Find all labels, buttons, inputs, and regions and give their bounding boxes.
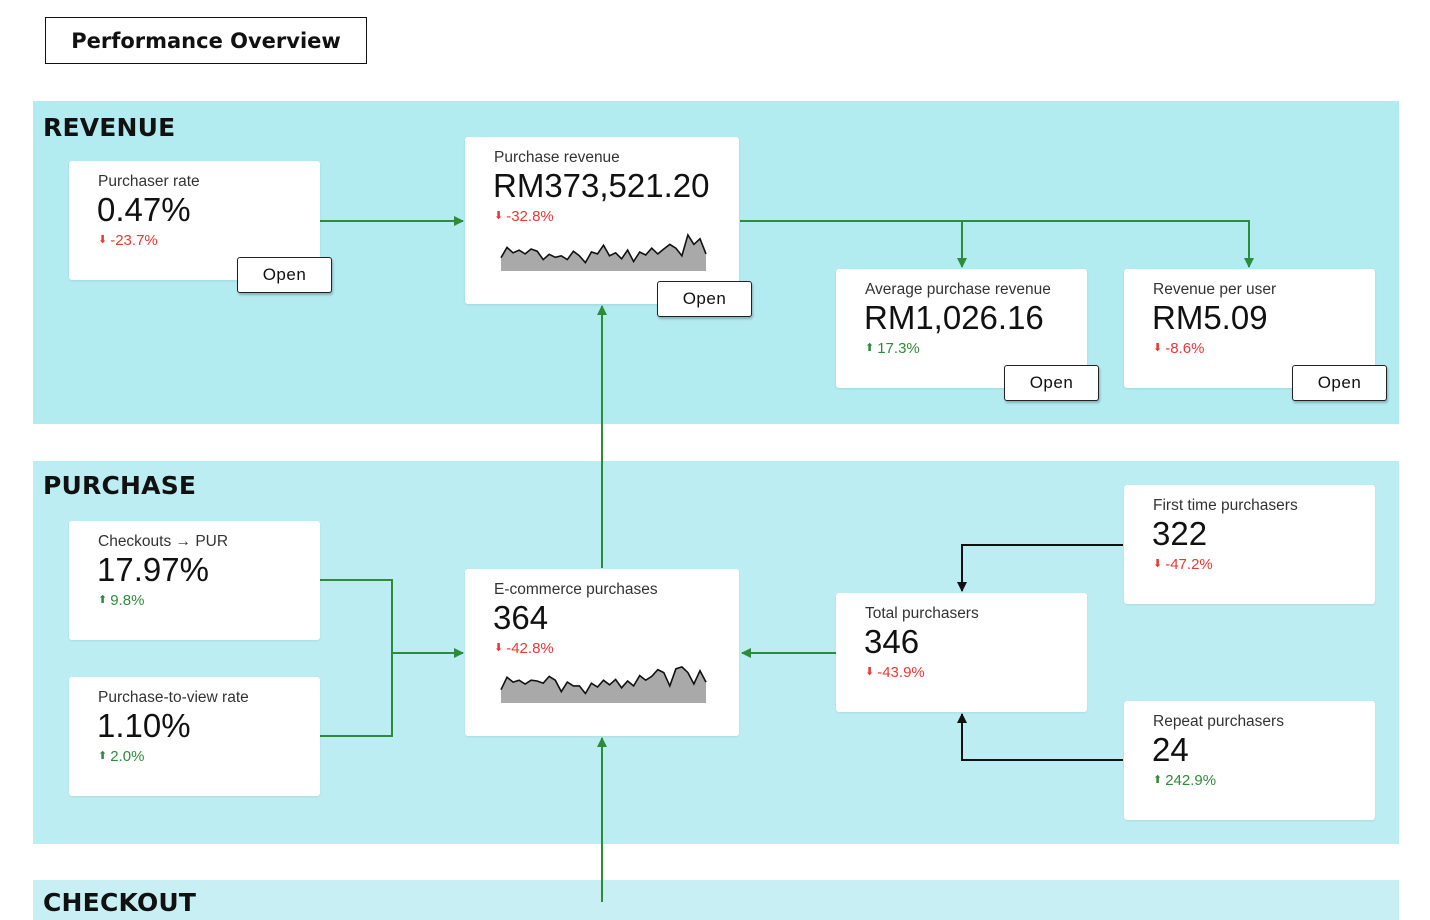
card-delta: ⬆242.9% bbox=[1153, 772, 1216, 789]
delta-value: -47.2% bbox=[1165, 556, 1213, 573]
delta-value: 17.3% bbox=[877, 340, 920, 357]
repeat-purchasers-card: Repeat purchasers 24 ⬆242.9% bbox=[1124, 701, 1375, 820]
card-label: E-commerce purchases bbox=[494, 581, 658, 598]
card-label: Repeat purchasers bbox=[1153, 713, 1284, 730]
arrow-down-icon: ⬇ bbox=[98, 234, 108, 246]
delta-value: -42.8% bbox=[506, 640, 554, 657]
card-delta: ⬇-43.9% bbox=[865, 664, 925, 681]
card-value: 364 bbox=[493, 599, 549, 636]
card-label: Total purchasers bbox=[865, 605, 979, 622]
sparkline-line bbox=[500, 665, 707, 695]
card-delta: ⬆2.0% bbox=[98, 748, 144, 765]
card-value: 24 bbox=[1152, 731, 1189, 768]
arrow-first-time-to-total bbox=[957, 544, 1123, 592]
card-value: 346 bbox=[864, 623, 920, 660]
arrow-down-icon: ⬇ bbox=[865, 666, 875, 678]
purchase-revenue-card: Purchase revenue RM373,521.20 ⬇-32.8% bbox=[465, 137, 739, 304]
arrow-down-icon: ⬇ bbox=[1153, 342, 1163, 354]
card-label: Checkouts → PUR bbox=[98, 533, 229, 550]
purchase-revenue-sparkline bbox=[500, 232, 707, 271]
card-label: Average purchase revenue bbox=[865, 281, 1051, 298]
total-purchasers-card: Total purchasers 346 ⬇-43.9% bbox=[836, 593, 1087, 712]
arrow-revenue-to-avg bbox=[740, 220, 967, 268]
arrow-up-icon: ⬆ bbox=[1153, 774, 1163, 786]
page-title: Performance Overview bbox=[45, 17, 367, 64]
card-delta: ⬇-8.6% bbox=[1153, 340, 1204, 357]
card-delta: ⬆9.8% bbox=[98, 592, 144, 609]
purchase-to-view-rate-card: Purchase-to-view rate 1.10% ⬆2.0% bbox=[69, 677, 320, 796]
delta-value: 9.8% bbox=[110, 592, 145, 609]
open-revenue-per-user-button[interactable]: Open bbox=[1292, 365, 1387, 401]
revenue-section-title: REVENUE bbox=[43, 113, 176, 142]
card-label: Purchaser rate bbox=[98, 173, 200, 190]
open-average-purchase-revenue-button[interactable]: Open bbox=[1004, 365, 1099, 401]
checkouts-pur-card: Checkouts → PUR 17.97% ⬆9.8% bbox=[69, 521, 320, 640]
arrow-up-icon: ⬆ bbox=[98, 594, 108, 606]
sparkline-line bbox=[500, 232, 707, 264]
card-delta: ⬇-42.8% bbox=[494, 640, 554, 657]
delta-value: 242.9% bbox=[1165, 772, 1217, 789]
card-label: Revenue per user bbox=[1153, 281, 1277, 298]
sparkline-area bbox=[501, 666, 706, 703]
arrow-checkouts-merge bbox=[320, 579, 393, 737]
arrow-revenue-to-per-user bbox=[962, 220, 1254, 268]
delta-value: -8.6% bbox=[1165, 340, 1205, 357]
purchase-section-title: PURCHASE bbox=[43, 471, 197, 500]
delta-value: -32.8% bbox=[506, 208, 554, 225]
arrow-up-icon: ⬆ bbox=[98, 750, 108, 762]
arrow-down-icon: ⬇ bbox=[494, 642, 504, 654]
card-value: 17.97% bbox=[97, 551, 209, 588]
arrow-repeat-to-total bbox=[957, 713, 1123, 761]
arrow-down-icon: ⬇ bbox=[494, 210, 504, 222]
arrow-up-icon: ⬆ bbox=[865, 342, 875, 354]
delta-value: 2.0% bbox=[110, 748, 145, 765]
ecommerce-purchases-sparkline bbox=[500, 665, 707, 703]
card-value: 1.10% bbox=[97, 707, 191, 744]
card-value: RM1,026.16 bbox=[864, 299, 1044, 336]
card-label: First time purchasers bbox=[1153, 497, 1298, 514]
first-time-purchasers-card: First time purchasers 322 ⬇-47.2% bbox=[1124, 485, 1375, 604]
card-label: Purchase-to-view rate bbox=[98, 689, 249, 706]
card-delta: ⬇-32.8% bbox=[494, 208, 554, 225]
card-delta: ⬇-47.2% bbox=[1153, 556, 1213, 573]
card-value: RM5.09 bbox=[1152, 299, 1268, 336]
card-value: 0.47% bbox=[97, 191, 191, 228]
ecommerce-purchases-card: E-commerce purchases 364 ⬇-42.8% bbox=[465, 569, 739, 736]
sparkline-area bbox=[501, 234, 706, 271]
arrow-down-icon: ⬇ bbox=[1153, 558, 1163, 570]
delta-value: -23.7% bbox=[110, 232, 158, 249]
purchaser-rate-card: Purchaser rate 0.47% ⬇-23.7% bbox=[69, 161, 320, 280]
card-delta: ⬆17.3% bbox=[865, 340, 920, 357]
card-delta: ⬇-23.7% bbox=[98, 232, 158, 249]
delta-value: -43.9% bbox=[877, 664, 925, 681]
card-value: RM373,521.20 bbox=[493, 167, 710, 204]
card-label: Purchase revenue bbox=[494, 149, 620, 166]
card-value: 322 bbox=[1152, 515, 1208, 552]
open-purchase-revenue-button[interactable]: Open bbox=[657, 281, 752, 317]
open-purchaser-rate-button[interactable]: Open bbox=[237, 257, 332, 293]
